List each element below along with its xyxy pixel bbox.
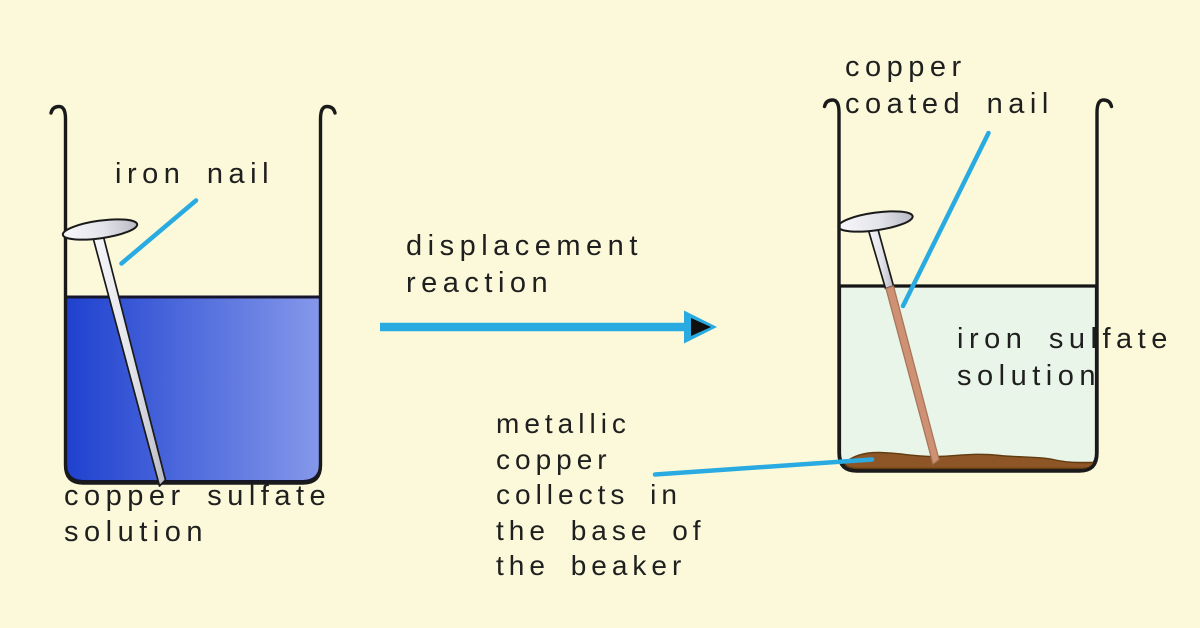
right-beaker-outline [822,98,1114,473]
reaction-arrowhead-inner [691,318,711,336]
leader-line-metallic-copper [652,457,875,477]
left-beaker [49,104,337,487]
iron-nail-label: iron nail [115,158,275,190]
right-beaker [822,98,1114,473]
copper-coated-nail-head [837,210,914,233]
left-beaker-outline [49,104,337,485]
iron-nail-graphic [61,218,167,487]
copper-coated-nail-graphic [837,210,940,465]
iron-sulfate-solution-label: iron sulfate solution [957,323,1173,392]
nail-shank-above-surface [866,223,895,290]
displacement-reaction-label: displacement reaction [406,230,643,299]
copper-coated-nail-label: copper coated nail [845,51,1054,120]
reaction-arrow [380,310,717,344]
copper-sulfate-solution [64,295,322,483]
iron-nail-head [61,218,139,241]
nail-shank-copper-coated [885,285,940,465]
leader-line-copper-coated-nail [900,130,991,309]
copper-sulfate-solution-label: copper sulfate solution [64,480,332,548]
metallic-copper-label: metallic copper collects in the base of … [496,408,706,581]
copper-sediment [844,451,1095,470]
leader-line-iron-nail [119,198,199,266]
